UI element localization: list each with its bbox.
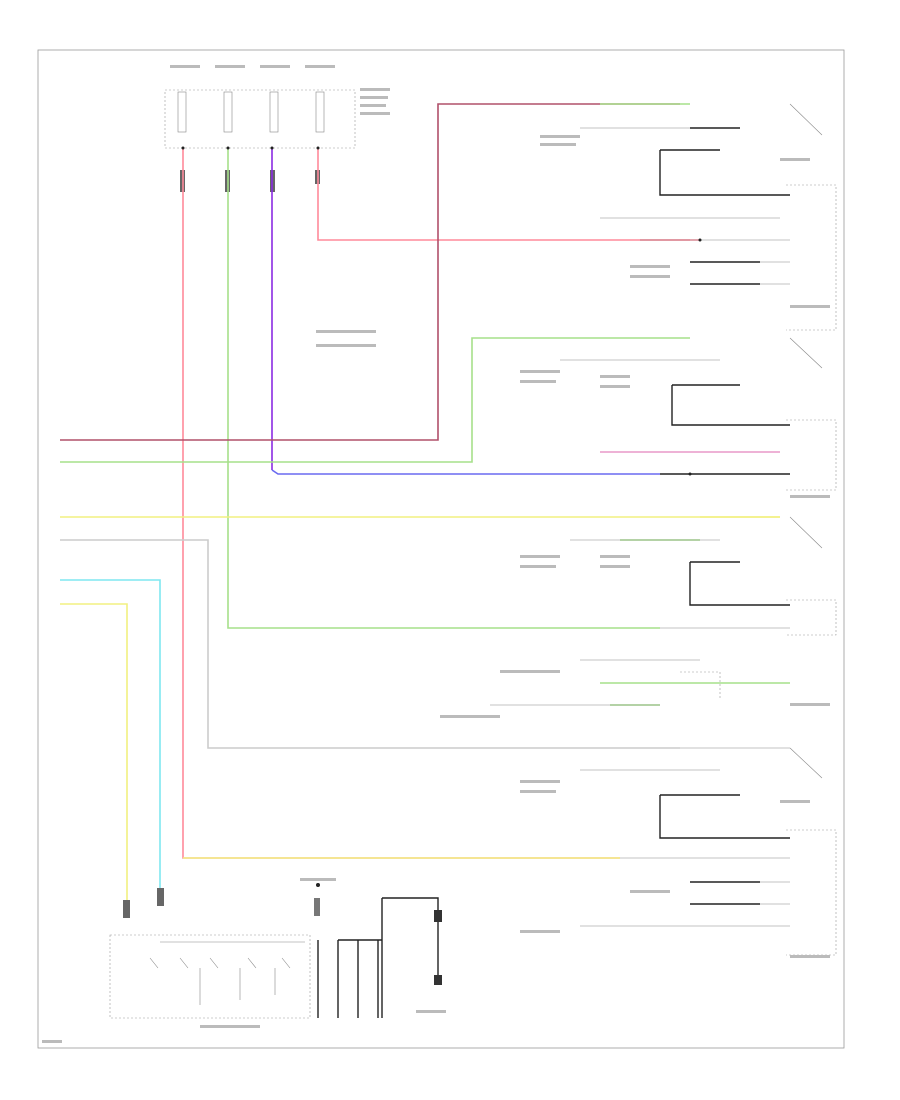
wire-red-main: [182, 148, 620, 859]
passenger-switch-group: [580, 747, 837, 956]
fuse-3: [269, 91, 279, 133]
wire-darkred-left: [60, 103, 680, 441]
wire-gray-left: [60, 539, 680, 749]
wire-blue-main: [271, 469, 660, 475]
wire-yellow-left-2: [60, 603, 128, 905]
fuse-block: [164, 89, 356, 149]
lighting-control-module: [109, 883, 442, 1019]
wire-red-upper: [317, 148, 690, 241]
door-switch-group-2: [560, 337, 837, 491]
door-switch-group-3: [570, 516, 837, 636]
diagram-frame: [37, 49, 845, 1049]
door-switch-group-1: [580, 103, 837, 331]
fuse-1: [177, 91, 187, 133]
rear-door-group: [490, 659, 721, 706]
label-marks: [42, 65, 830, 1043]
fuse-4: [315, 91, 325, 133]
wire-green-main: [227, 148, 660, 629]
fuse-2: [223, 91, 233, 133]
wire-cyan-left: [60, 579, 161, 888]
wire-green-left: [60, 337, 690, 463]
